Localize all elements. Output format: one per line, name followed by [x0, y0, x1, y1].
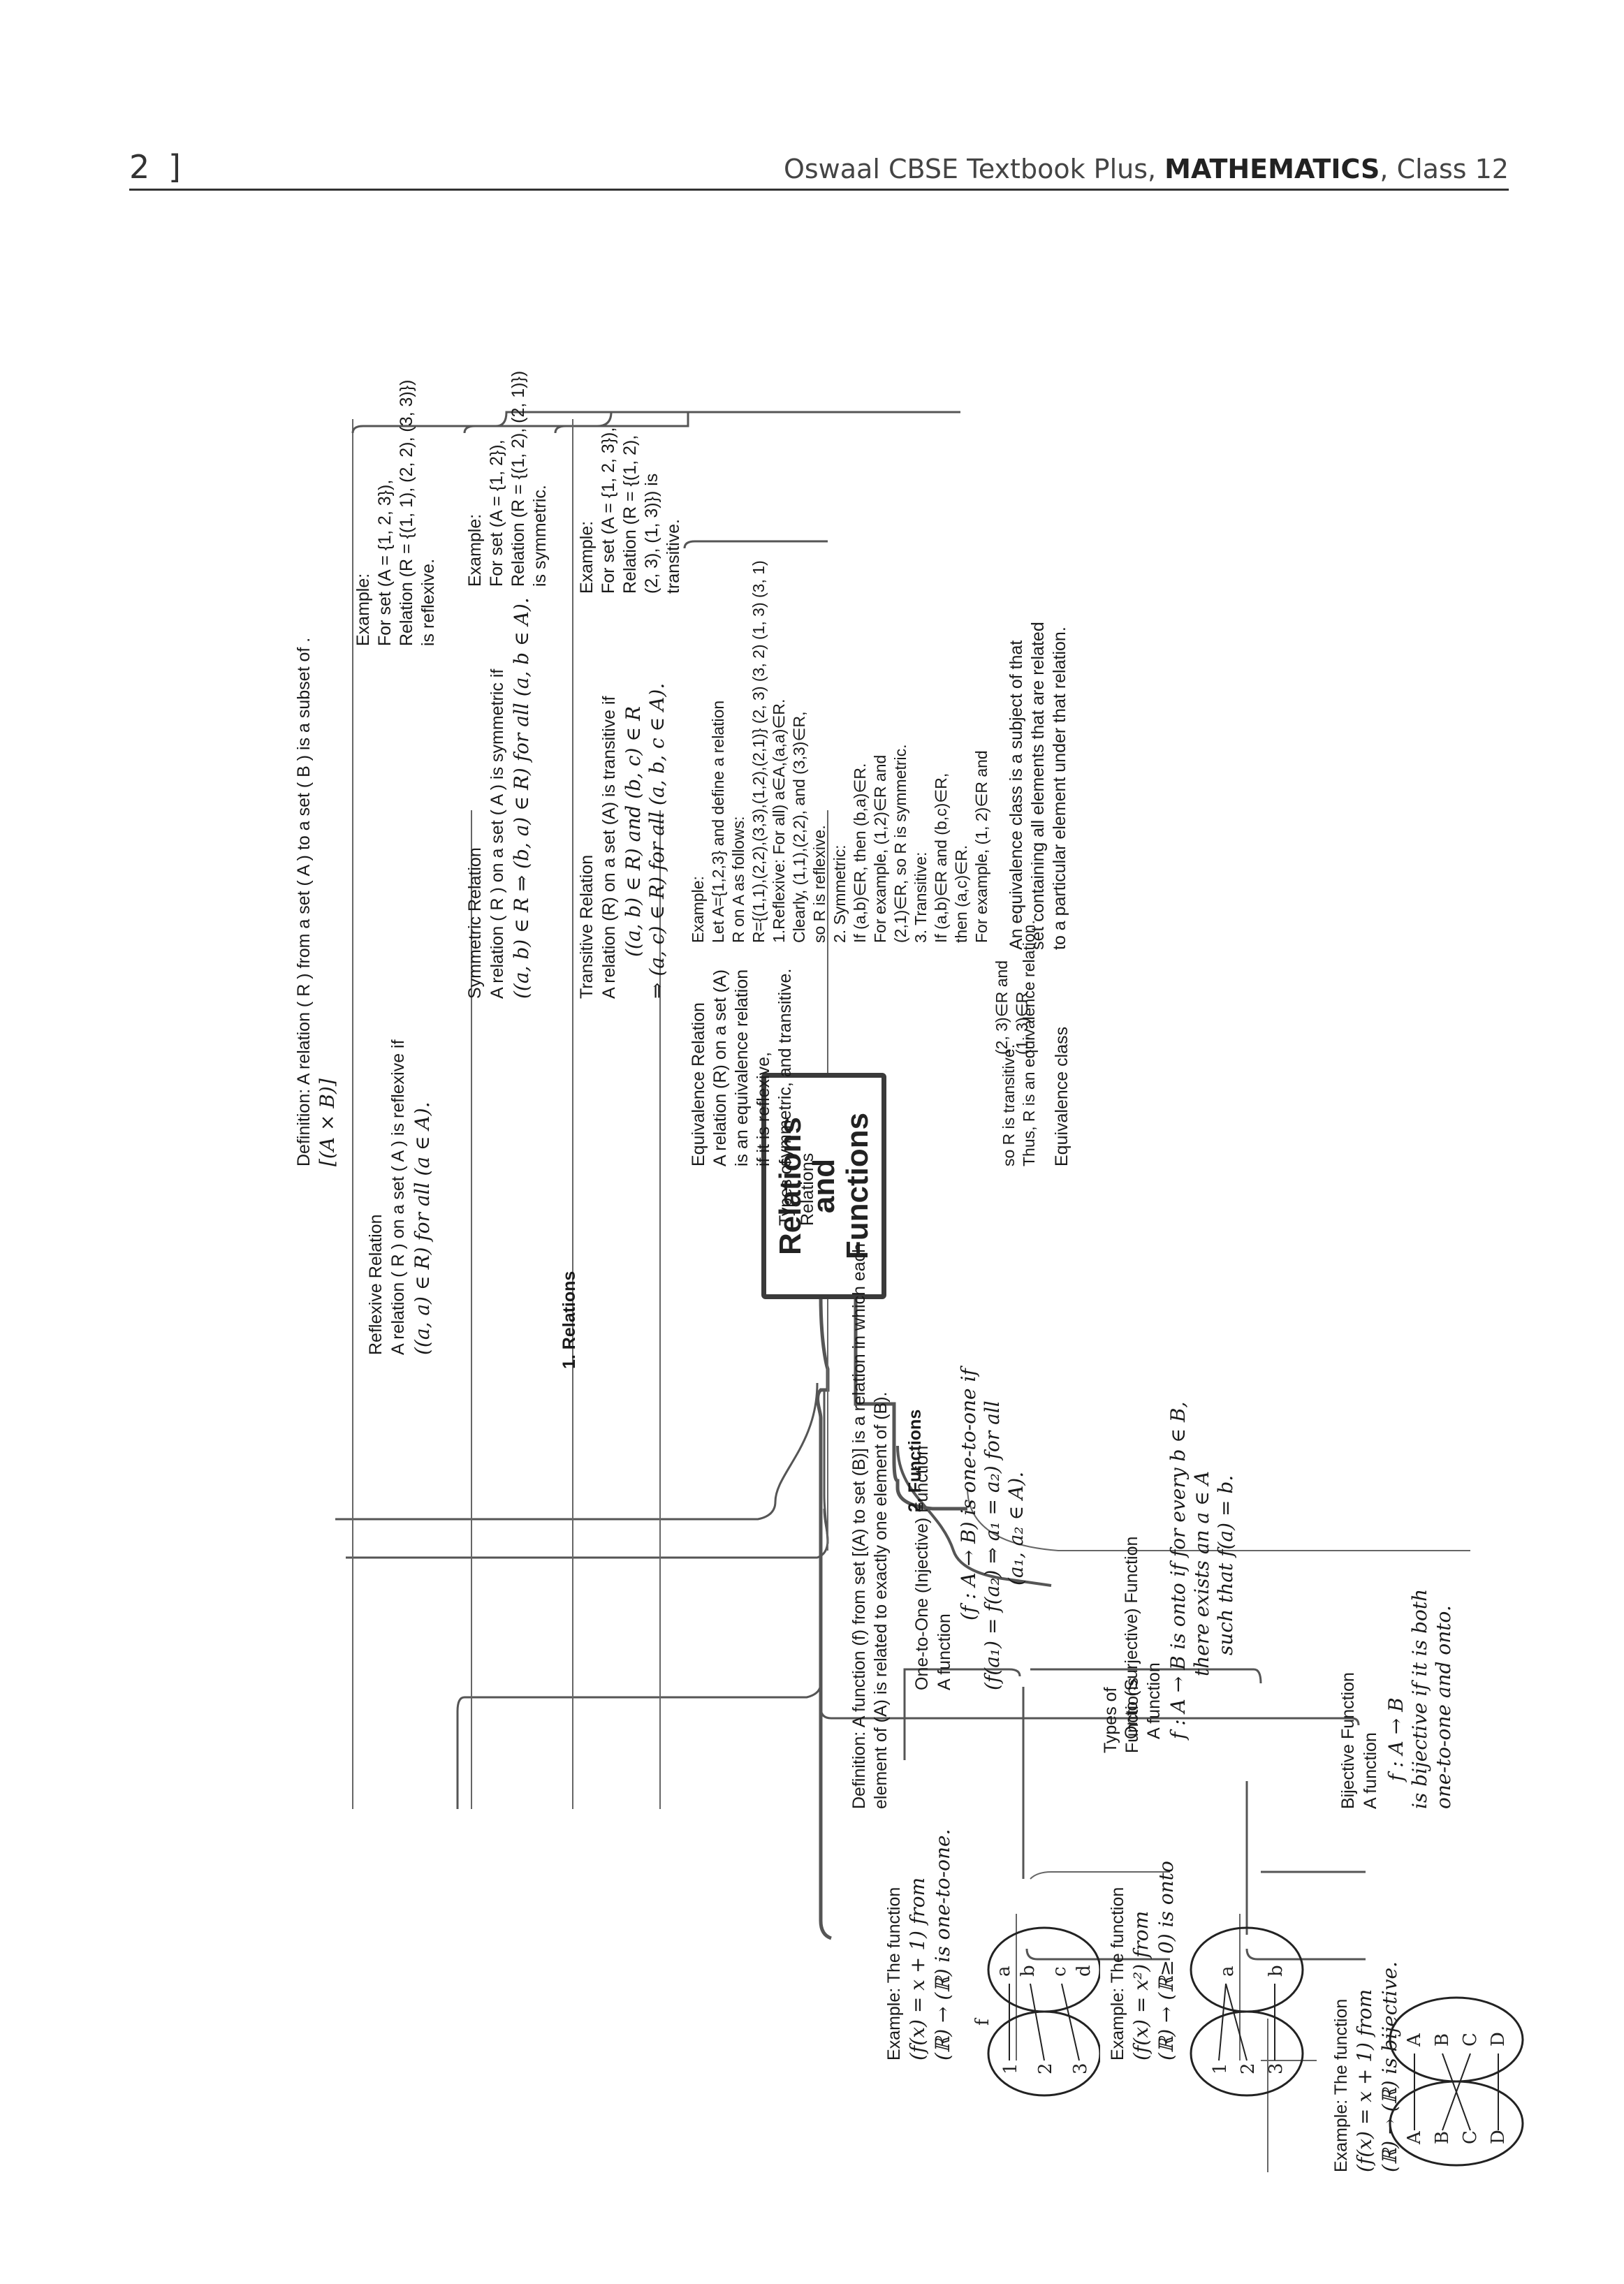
- bijective-line-3: is bijective if it is both: [1408, 1588, 1431, 1809]
- equivalence-example: Example: Let A={1,2,3} and define a rela…: [689, 560, 990, 943]
- onto-line-4: such that f(a) = b.: [1214, 1474, 1237, 1655]
- functions-definition: Definition: A function (f) from set [(A)…: [849, 1243, 891, 1809]
- symmetric-math: ((a, b) ∈ R ⇒ (b, a) ∈ R) for all (a, b …: [510, 597, 533, 999]
- equivalence-class-definition: An equivalence class is a subject of tha…: [1007, 622, 1069, 950]
- codomain-B: B: [1432, 2033, 1453, 2047]
- domain-1: 1: [1000, 2063, 1021, 2074]
- domain-D: D: [1488, 2130, 1509, 2144]
- bijective-line-4: one-to-one and onto.: [1432, 1605, 1455, 1809]
- relations-definition-math: [(A × B)]: [316, 1078, 339, 1166]
- reflexive-math: ((a, a) ∈ R) for all (a ∈ A).: [411, 1101, 434, 1355]
- reflexive-definition: A relation ( R ) on a set ( A ) is refle…: [388, 1039, 408, 1355]
- codomain-d: d: [1074, 1965, 1095, 1977]
- codomain-a: a: [993, 1965, 1014, 1977]
- codomain-c: c: [1049, 1966, 1070, 1977]
- domain-ellipse: [1190, 2010, 1304, 2097]
- codomain-A: A: [1404, 2033, 1425, 2047]
- symmetric-title: Symmetric Relation: [465, 847, 485, 999]
- bijective-line-1: A function: [1361, 1732, 1380, 1809]
- header-rule: [129, 189, 1509, 191]
- domain-A: A: [1404, 2130, 1425, 2145]
- relations-branch-label: 1. Relations: [559, 1271, 579, 1369]
- symmetric-example: Example: For set (A = {1, 2}), Relation …: [465, 370, 550, 587]
- codomain-ellipse: [1389, 1996, 1524, 2083]
- transitive-example: Example: For set (A = {1, 2, 3}), Relati…: [577, 427, 683, 594]
- domain-C: C: [1460, 2130, 1481, 2144]
- codomain-ellipse: [1190, 1926, 1304, 2013]
- codomain-b: b: [1018, 1965, 1039, 1977]
- onto-line-2: f : A → B is onto if for every b ∈ B,: [1166, 1401, 1190, 1739]
- equivalence-conclusion: so R is transitive. Thus, R is an equiva…: [1000, 920, 1038, 1166]
- domain-3: 3: [1070, 2063, 1091, 2074]
- codomain-C: C: [1460, 2033, 1481, 2047]
- bijective-line-2: f : A → B: [1384, 1697, 1407, 1781]
- book-subject: MATHEMATICS: [1164, 154, 1380, 184]
- bijective-mapping-diagram: A B C D A B C D: [1389, 1996, 1524, 2167]
- one-one-line-2: (f : A → B) is one-to-one if: [957, 1368, 980, 1620]
- relations-definition: Definition: A relation ( R ) from a set …: [294, 637, 314, 1166]
- mind-map-connectors: [335, 411, 1470, 2172]
- onto-mapping-diagram: 1 2 3 a b: [1190, 1926, 1304, 2097]
- book-title-prefix: Oswaal CBSE Textbook Plus,: [783, 154, 1165, 184]
- one-one-line-3: (f(a₁) = f(a₂) ⇒ a₁ = a₂) for all: [981, 1400, 1004, 1690]
- domain-3: 3: [1266, 2063, 1287, 2074]
- domain-2: 2: [1035, 2063, 1056, 2074]
- equivalence-title: Equivalence Relation A relation (R) on a…: [689, 968, 795, 1166]
- transitive-title: Transitive Relation: [577, 854, 597, 999]
- reflexive-title: Reflexive Relation: [366, 1214, 386, 1356]
- codomain-b: b: [1266, 1965, 1287, 1977]
- onto-title: Onto (Surjective) Function: [1122, 1536, 1141, 1739]
- arrow-label: f: [972, 2017, 993, 2026]
- domain-2: 2: [1238, 2063, 1259, 2074]
- domain-B: B: [1432, 2131, 1453, 2144]
- domain-1: 1: [1210, 2063, 1231, 2074]
- page-number-bracket: ]: [168, 148, 181, 186]
- page-number: 2: [129, 148, 150, 186]
- codomain-a: a: [1217, 1965, 1238, 1977]
- one-one-mapping-diagram: f 1 2 3 a b c d: [972, 1926, 1100, 2097]
- book-title-suffix: , Class 12: [1380, 154, 1509, 184]
- one-one-line-4: (a₁, a₂ ∈ A).: [1004, 1471, 1027, 1586]
- transitive-math-2: ⇒ (a, c) ∈ R) for all (a, b, c ∈ A).: [645, 682, 668, 999]
- one-one-example: Example: The function (f(x) = x + 1) fro…: [884, 1829, 954, 2060]
- transitive-definition: A relation (R) on a set (A) is transitiv…: [599, 696, 619, 999]
- page-header: 2 ] Oswaal CBSE Textbook Plus, MATHEMATI…: [129, 148, 1509, 190]
- reflexive-example: Example: For set (A = {1, 2, 3}), Relati…: [353, 379, 438, 646]
- onto-example: Example: The function (f(x) = x²) from (…: [1108, 1861, 1178, 2060]
- symmetric-definition: A relation ( R ) on a set ( A ) is symme…: [488, 668, 507, 999]
- book-title: Oswaal CBSE Textbook Plus, MATHEMATICS, …: [784, 154, 1509, 184]
- domain-ellipse: [1389, 2080, 1524, 2167]
- codomain-ellipse: [987, 1926, 1100, 2013]
- central-topic-line-3: Functions: [840, 1112, 875, 1260]
- codomain-D: D: [1488, 2032, 1509, 2047]
- onto-line-3: there exists an a ∈ A: [1190, 1471, 1213, 1676]
- transitive-math-1: ((a, b) ∈ R) and (b, c) ∈ R: [622, 705, 645, 957]
- bijective-title: Bijective Function: [1338, 1672, 1358, 1809]
- equivalence-class-title: Equivalence class: [1052, 1026, 1071, 1166]
- domain-ellipse: [987, 2010, 1100, 2097]
- onto-line-1: A function: [1144, 1662, 1164, 1739]
- one-one-line-1: A function: [935, 1613, 954, 1690]
- one-one-title: One-to-One (Injective) Function: [912, 1445, 932, 1690]
